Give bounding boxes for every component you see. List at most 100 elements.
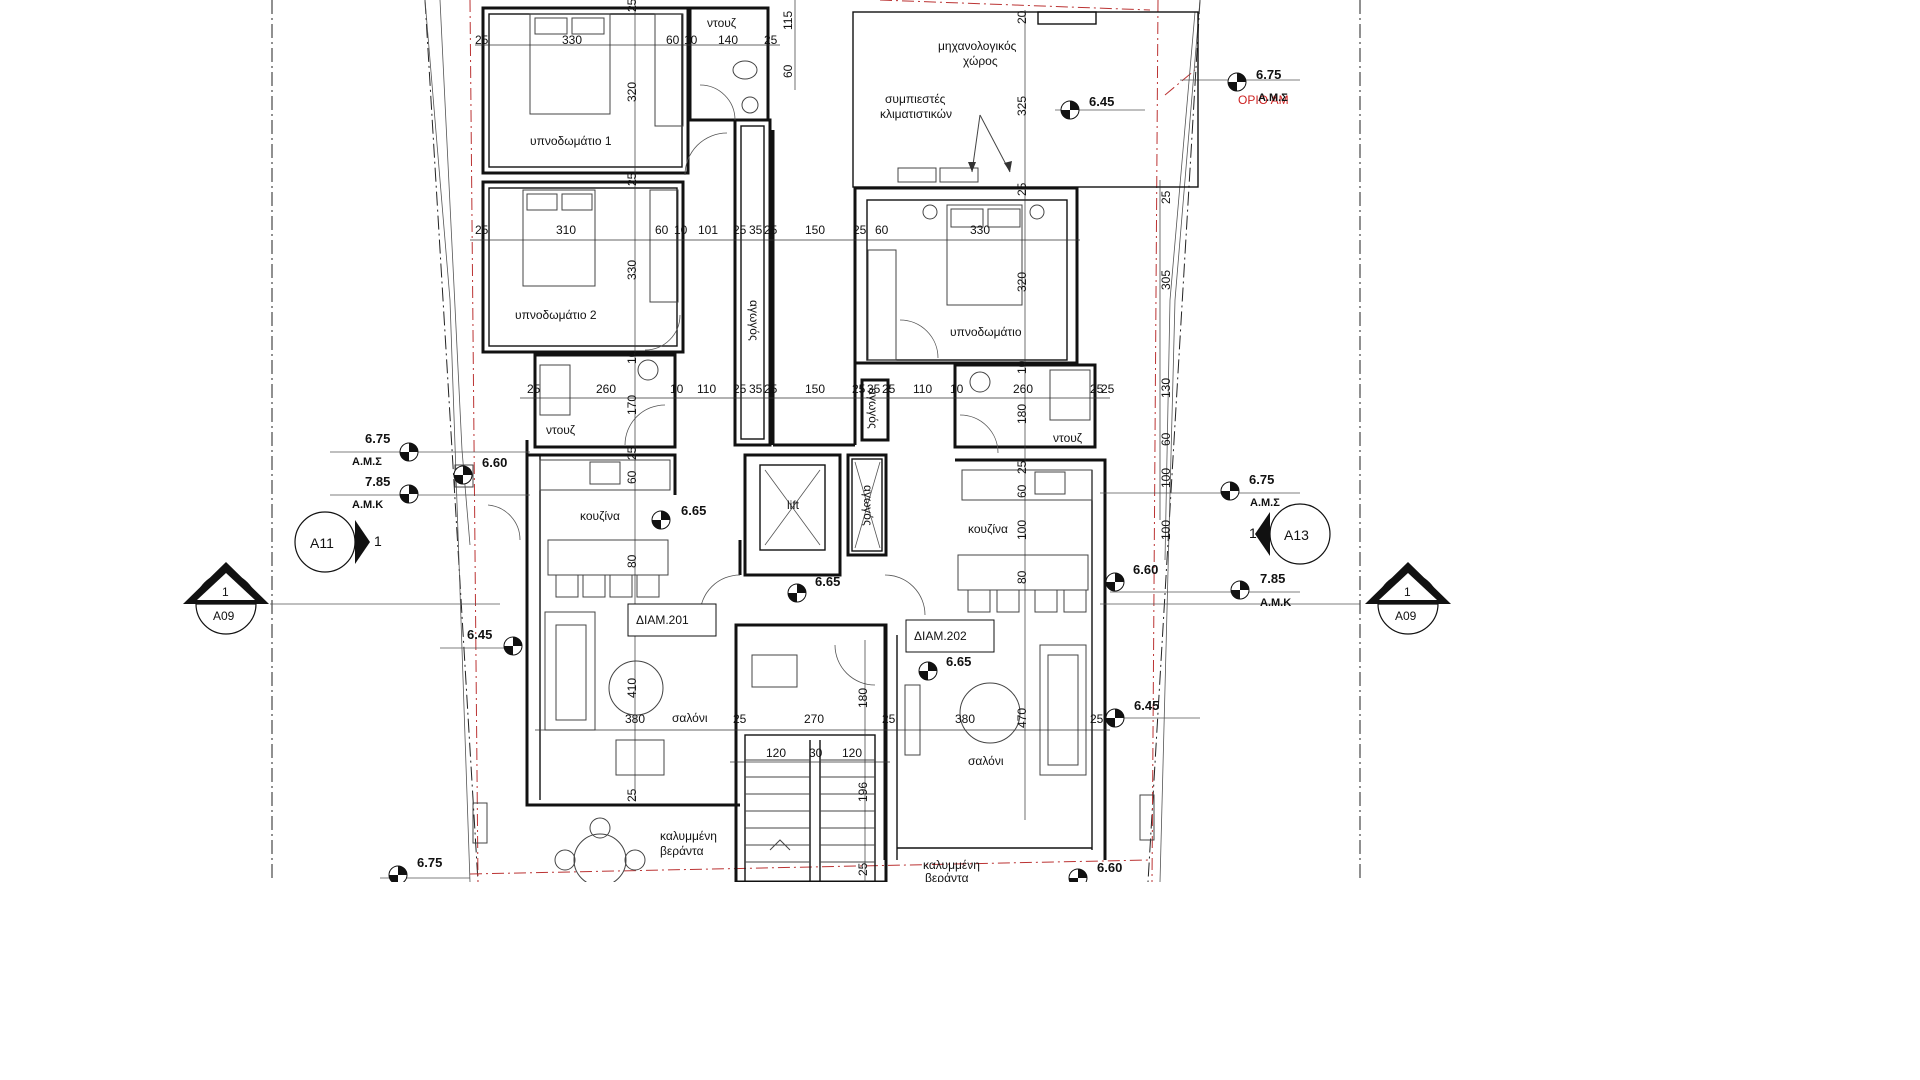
level-665-kitchen: 6.65 bbox=[681, 503, 706, 518]
level-symbol bbox=[399, 484, 419, 504]
dim-text: 310 bbox=[556, 223, 576, 237]
room-label-bedroom-right: υπνοδωμάτιο bbox=[950, 325, 1022, 339]
level-code-ams-left: Α.Μ.Σ bbox=[352, 456, 382, 468]
dim-text: 25 bbox=[853, 223, 867, 237]
level-symbol bbox=[1220, 481, 1240, 501]
dim-text: 25 bbox=[852, 382, 866, 396]
dim-text: 115 bbox=[781, 11, 795, 30]
dim-text: 270 bbox=[804, 712, 824, 726]
room-label-lift: lift bbox=[787, 498, 800, 512]
dim-text: 10 bbox=[1015, 360, 1029, 374]
dim-text: 25 bbox=[1015, 182, 1029, 196]
dim-text: 25 bbox=[733, 712, 747, 726]
dim-text: 25 bbox=[625, 172, 639, 186]
dim-text: 470 bbox=[1015, 708, 1029, 728]
room-label-veranda-right-2: βεράντα bbox=[925, 871, 969, 882]
level-labels: 6.75 Α.Μ.Σ 6.45 6.75 Α.Μ.Σ 7.85 Α.Μ.Κ 6.… bbox=[352, 67, 1291, 875]
section-a09-left-number: 1 bbox=[222, 585, 229, 599]
dim-text: 25 bbox=[527, 382, 541, 396]
dim-text: 380 bbox=[625, 712, 645, 726]
section-a11-label: A11 bbox=[310, 535, 334, 551]
level-symbol bbox=[1230, 580, 1250, 600]
dim-text: 180 bbox=[856, 688, 870, 708]
level-code-amk-left: Α.Μ.Κ bbox=[352, 499, 383, 511]
dim-text: 25 bbox=[882, 382, 896, 396]
level-665-hall: 6.65 bbox=[815, 574, 840, 589]
label-boundary: ΟΡΙΟ ΑΜ bbox=[1238, 93, 1289, 107]
dim-text: 110 bbox=[913, 382, 932, 396]
dim-text: 120 bbox=[766, 746, 786, 760]
dim-text: 101 bbox=[698, 223, 718, 237]
building-outline bbox=[424, 0, 1201, 882]
dim-text: 320 bbox=[625, 82, 639, 102]
dim-text: 260 bbox=[1013, 382, 1033, 396]
level-symbol bbox=[918, 661, 938, 681]
level-symbol bbox=[1060, 100, 1080, 120]
level-675-bottom-left: 6.75 bbox=[417, 855, 442, 870]
dim-text: 10 bbox=[674, 223, 688, 237]
dim-text: 60 bbox=[625, 470, 639, 484]
dim-text: 25 bbox=[625, 0, 639, 12]
dimension-lines bbox=[270, 0, 1360, 882]
level-785-right: 7.85 bbox=[1260, 571, 1285, 586]
dim-text: 60 bbox=[666, 33, 680, 47]
dim-text: 10 bbox=[625, 350, 639, 364]
level-symbol bbox=[1105, 572, 1125, 592]
dim-text: 35 bbox=[749, 223, 763, 237]
dim-text: 140 bbox=[718, 33, 738, 47]
room-label-bedroom-1: υπνοδωμάτιο 1 bbox=[530, 134, 612, 148]
dim-text: 100 bbox=[1159, 520, 1173, 540]
dim-text: 30 bbox=[809, 746, 823, 760]
note-ac-line1: συμπιεστές bbox=[885, 92, 946, 106]
dim-text: 25 bbox=[625, 788, 639, 802]
dim-text: 330 bbox=[562, 33, 582, 47]
dim-text: 320 bbox=[1015, 272, 1029, 292]
room-label-mech-line2: χώρος bbox=[963, 54, 998, 68]
level-675-top-right: 6.75 bbox=[1256, 67, 1281, 82]
dim-text: 25 bbox=[475, 223, 489, 237]
room-label-kitchen-left: κουζίνα bbox=[580, 509, 620, 523]
level-symbol bbox=[453, 465, 473, 485]
dim-text: 25 bbox=[625, 446, 639, 460]
level-symbol bbox=[503, 636, 523, 656]
furniture bbox=[454, 13, 1155, 882]
dim-text: 25 bbox=[764, 382, 778, 396]
level-675-right: 6.75 bbox=[1249, 472, 1274, 487]
level-675-left: 6.75 bbox=[365, 431, 390, 446]
room-label-duct-3: αγωγός bbox=[866, 388, 880, 429]
dim-text: 180 bbox=[1015, 404, 1029, 424]
level-code-ams-right: Α.Μ.Σ bbox=[1250, 497, 1280, 509]
dim-text: 25 bbox=[1015, 460, 1029, 474]
dim-text: 260 bbox=[596, 382, 616, 396]
room-label-shower-left: ντουζ bbox=[546, 423, 576, 437]
dim-text: 305 bbox=[1159, 270, 1173, 290]
stair-treads bbox=[745, 759, 875, 863]
level-660-bottom-right: 6.60 bbox=[1097, 860, 1122, 875]
level-code-amk-right: Α.Μ.Κ bbox=[1260, 597, 1291, 609]
dim-text: 330 bbox=[970, 223, 990, 237]
dim-text: 196 bbox=[856, 782, 870, 802]
level-665-right-living: 6.65 bbox=[946, 654, 971, 669]
dim-text: 130 bbox=[1159, 378, 1173, 398]
dim-text: 35 bbox=[749, 382, 763, 396]
dim-text: 10 bbox=[670, 382, 684, 396]
dim-text: 60 bbox=[1159, 432, 1173, 446]
dim-text: 110 bbox=[697, 382, 716, 396]
dim-text: 25 bbox=[1159, 190, 1173, 204]
dim-text: 380 bbox=[955, 712, 975, 726]
level-symbol bbox=[399, 442, 419, 462]
room-label-veranda-left-1: καλυμμένη bbox=[660, 829, 717, 843]
section-a13-label: A13 bbox=[1284, 527, 1309, 543]
dim-text: 25 bbox=[764, 33, 778, 47]
level-symbol bbox=[1068, 868, 1088, 882]
dim-text: 10 bbox=[684, 33, 698, 47]
dim-text: 330 bbox=[625, 260, 639, 280]
dim-text: 25 bbox=[882, 712, 896, 726]
level-645-mech: 6.45 bbox=[1089, 94, 1114, 109]
ac-arrows bbox=[968, 114, 1012, 173]
dim-text: 410 bbox=[625, 678, 639, 698]
dim-text: 25 bbox=[733, 223, 747, 237]
room-labels: υπνοδωμάτιο 1 υπνοδωμάτιο 2 υπνοδωμάτιο … bbox=[515, 16, 1289, 882]
floor-plan: υπνοδωμάτιο 1 υπνοδωμάτιο 2 υπνοδωμάτιο … bbox=[183, 0, 1451, 882]
level-645-right: 6.45 bbox=[1134, 698, 1159, 713]
